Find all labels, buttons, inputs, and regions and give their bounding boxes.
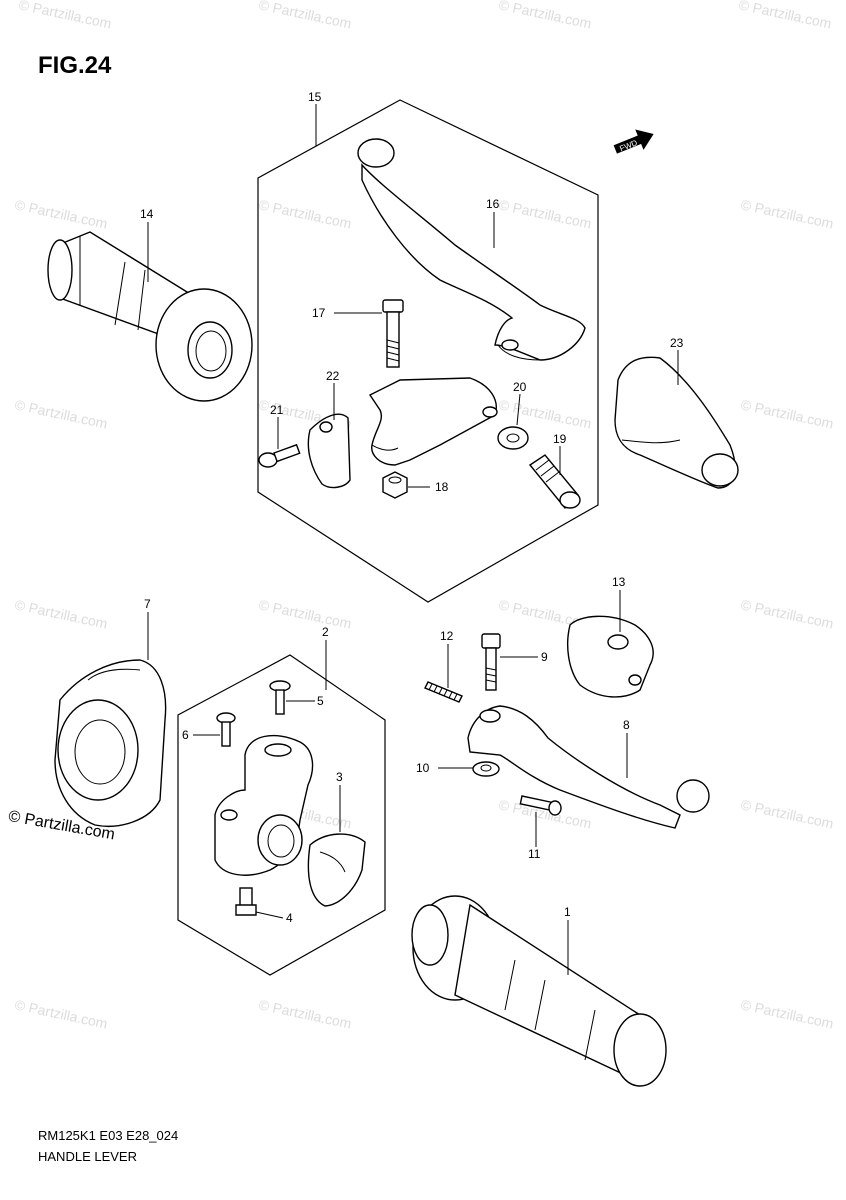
callout-18: 18 (435, 480, 449, 494)
callout-3: 3 (336, 770, 343, 784)
throttle-case-7[interactable] (54, 659, 167, 827)
callout-12: 12 (440, 629, 454, 643)
lock-nut-20[interactable] (497, 426, 529, 450)
washer-10[interactable] (472, 761, 500, 777)
callout-1: 1 (564, 905, 571, 919)
callout-21: 21 (270, 403, 284, 417)
callout-labels: 14 15 16 17 22 21 20 19 18 23 7 2 5 6 3 … (140, 90, 684, 925)
clutch-lever-16[interactable] (357, 138, 586, 361)
leader-lines (147, 104, 679, 975)
spring-12[interactable] (424, 681, 463, 703)
brake-lever-8[interactable] (467, 705, 710, 829)
callout-8: 8 (623, 718, 630, 732)
assembly-frame-2 (177, 654, 386, 976)
screw-6[interactable] (216, 712, 236, 747)
callout-6: 6 (182, 728, 189, 742)
clamp-22[interactable] (307, 413, 351, 489)
screw-5[interactable] (269, 680, 291, 715)
callout-7: 7 (144, 597, 151, 611)
screw-11[interactable] (519, 795, 562, 816)
assembly-frame-15 (257, 99, 599, 603)
callout-4: 4 (286, 911, 293, 925)
screw-21[interactable] (258, 443, 301, 468)
callout-11: 11 (528, 847, 541, 861)
clutch-lever-bracket[interactable] (368, 377, 498, 466)
callout-14: 14 (140, 207, 154, 221)
callout-22: 22 (326, 369, 340, 383)
fig-title: FIG.24 (38, 52, 112, 79)
bolt-9[interactable] (481, 633, 501, 691)
callout-9: 9 (541, 650, 548, 664)
lever-cover-23[interactable] (614, 356, 739, 489)
figure-code: RM125K1 E03 E28_024 (38, 1128, 179, 1143)
callout-23: 23 (670, 336, 684, 350)
callout-10: 10 (416, 761, 430, 775)
callout-13: 13 (612, 575, 626, 589)
brake-lever-holder-2[interactable] (214, 734, 314, 876)
fwd-arrow-icon: FWD (613, 129, 654, 154)
callout-20: 20 (513, 380, 527, 394)
fwd-label: FWD (618, 138, 638, 153)
right-hand-grip-1[interactable] (411, 895, 667, 1087)
callout-2: 2 (322, 625, 329, 639)
callout-5: 5 (317, 694, 324, 708)
left-hand-grip-14[interactable] (47, 231, 253, 402)
callout-19: 19 (553, 432, 567, 446)
bolt-17[interactable] (382, 299, 404, 368)
nut-18[interactable] (382, 471, 408, 499)
callout-17: 17 (312, 306, 326, 320)
adjuster-19[interactable] (528, 454, 581, 510)
holder-clamp-3[interactable] (307, 833, 366, 907)
bolt-4[interactable] (235, 887, 257, 916)
callout-15: 15 (308, 90, 322, 104)
callout-16: 16 (486, 197, 500, 211)
lever-cover-13[interactable] (567, 615, 654, 698)
figure-caption: HANDLE LEVER (38, 1149, 137, 1164)
